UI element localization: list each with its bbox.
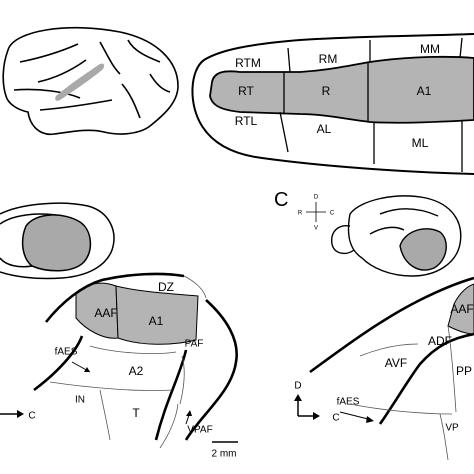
label-vp: VP (445, 423, 459, 434)
monkey-brain-outline (2, 26, 179, 136)
dorsal-label: D (294, 381, 301, 392)
monkey-auditory-core-patch (55, 63, 105, 101)
compass-d: D (314, 195, 319, 201)
faes-c-arrowhead (366, 416, 374, 423)
monkey-sulcus-1 (19, 43, 79, 63)
label-a2: A2 (129, 364, 144, 378)
ferret-brain-outline (347, 195, 462, 277)
divider-rtl-al (279, 111, 289, 153)
label-a1-b: A1 (149, 314, 164, 328)
label-in: IN (75, 395, 85, 406)
panel-b-thin-borders (49, 275, 207, 449)
dorsal-arrowhead (294, 394, 302, 401)
label-paf: PAF (185, 339, 204, 350)
caudal-arrowhead (17, 410, 24, 418)
border-t-in (99, 389, 111, 441)
panel-c-letter: C (274, 189, 288, 211)
belt-outer-outline (191, 33, 474, 175)
label-r: R (322, 84, 331, 98)
panel-a-monkey-brain (2, 26, 179, 136)
compass-r: R (298, 211, 303, 217)
border-avf-lower (349, 403, 453, 415)
scale-bar-group: 2 mm (212, 441, 238, 460)
monkey-sulcus-4 (127, 39, 161, 63)
ferret-sulcus-1 (379, 208, 439, 217)
label-avf: AVF (385, 356, 407, 370)
label-a1-belt: A1 (417, 84, 432, 98)
panel-c: C D V R C (274, 189, 474, 461)
panel-a-belt-diagram: RTM RM MM RT R A1 RTL AL ML (191, 33, 474, 175)
border-a2-bottom (49, 381, 173, 391)
compass-v: V (314, 226, 318, 232)
caudal-label-c: C (332, 413, 339, 424)
border-vpaf (159, 403, 179, 449)
label-mm: MM (420, 42, 440, 56)
panel-c-thin-borders (349, 325, 457, 461)
ferret-auditory-area (399, 228, 447, 271)
monkey-temporal-sulcus (121, 83, 141, 119)
cat-brain-outline (0, 202, 115, 280)
panel-c-axes: D C (294, 381, 340, 424)
border-a2-top (89, 345, 177, 355)
sulcus-c-pseudosylvian (378, 332, 474, 425)
label-rt: RT (238, 84, 254, 98)
monkey-sulcus-5 (149, 73, 171, 93)
panel-b-cat-brain (0, 202, 115, 280)
ferret-olfactory-bulb (331, 225, 355, 255)
field-a1-gray (115, 285, 199, 345)
border-adf-avf (359, 343, 419, 357)
faes-arrowhead (84, 367, 90, 372)
label-t: T (132, 406, 140, 420)
divider-mm-edge (459, 37, 463, 59)
monkey-sulcus-3 (99, 41, 121, 75)
caudal-c-arrowhead (313, 412, 320, 420)
cat-auditory-area (21, 214, 92, 272)
sulcus-suprasylvian (44, 272, 185, 323)
divider-rtm-rm (287, 47, 291, 73)
monkey-sylvian-fissure (13, 88, 81, 99)
panel-b-axis-caudal: C (0, 410, 36, 422)
ferret-brain (331, 195, 462, 277)
panel-c-thick-sulci (309, 276, 474, 425)
label-pp: PP (456, 364, 472, 378)
label-al: AL (317, 122, 332, 136)
caudal-label-b: C (28, 411, 35, 422)
scale-bar-label: 2 mm (212, 449, 237, 460)
cat-sulcus-lower (0, 257, 33, 268)
sulcus-pseudosylvian (154, 349, 188, 441)
label-rtm: RTM (235, 56, 261, 70)
label-rm: RM (319, 52, 338, 66)
border-paf (179, 355, 185, 405)
label-vpaf: VPAF (187, 425, 212, 436)
core-region (209, 55, 474, 124)
label-aaf-b: AAF (94, 306, 117, 320)
ferret-sulcus-2 (369, 226, 405, 235)
label-faes-b: fAES (55, 347, 78, 358)
monkey-sulcus-2 (37, 59, 87, 83)
label-ml: ML (412, 136, 429, 150)
compass-c: C (330, 211, 335, 217)
border-vp (439, 413, 449, 461)
compass-rose: D V R C (298, 195, 335, 232)
vpaf-arrowhead (186, 410, 192, 416)
belt-dividers (279, 37, 463, 172)
sulcus-posterior-ectosylvian (184, 299, 238, 441)
panel-c-fields: AAF ADF AVF PP fAES VP D C (294, 276, 474, 461)
monkey-sts-line (39, 99, 113, 111)
label-aaf-c: AAF (450, 302, 473, 316)
border-dz-top (183, 275, 207, 299)
label-dz: DZ (158, 280, 174, 294)
sulcus-anterior-ectosylvian (33, 335, 84, 392)
panel-b-fields: DZ AAF A1 fAES PAF A2 IN T VPAF C 2 mm (0, 272, 238, 460)
label-adf: ADF (428, 334, 452, 348)
sulcus-c-upper (309, 276, 474, 374)
panel-b-thick-sulci (33, 272, 238, 441)
border-adf-pp (447, 325, 457, 413)
label-rtl: RTL (235, 114, 258, 128)
field-aaf-c-gray (447, 283, 474, 335)
label-faes-c: fAES (337, 397, 360, 408)
